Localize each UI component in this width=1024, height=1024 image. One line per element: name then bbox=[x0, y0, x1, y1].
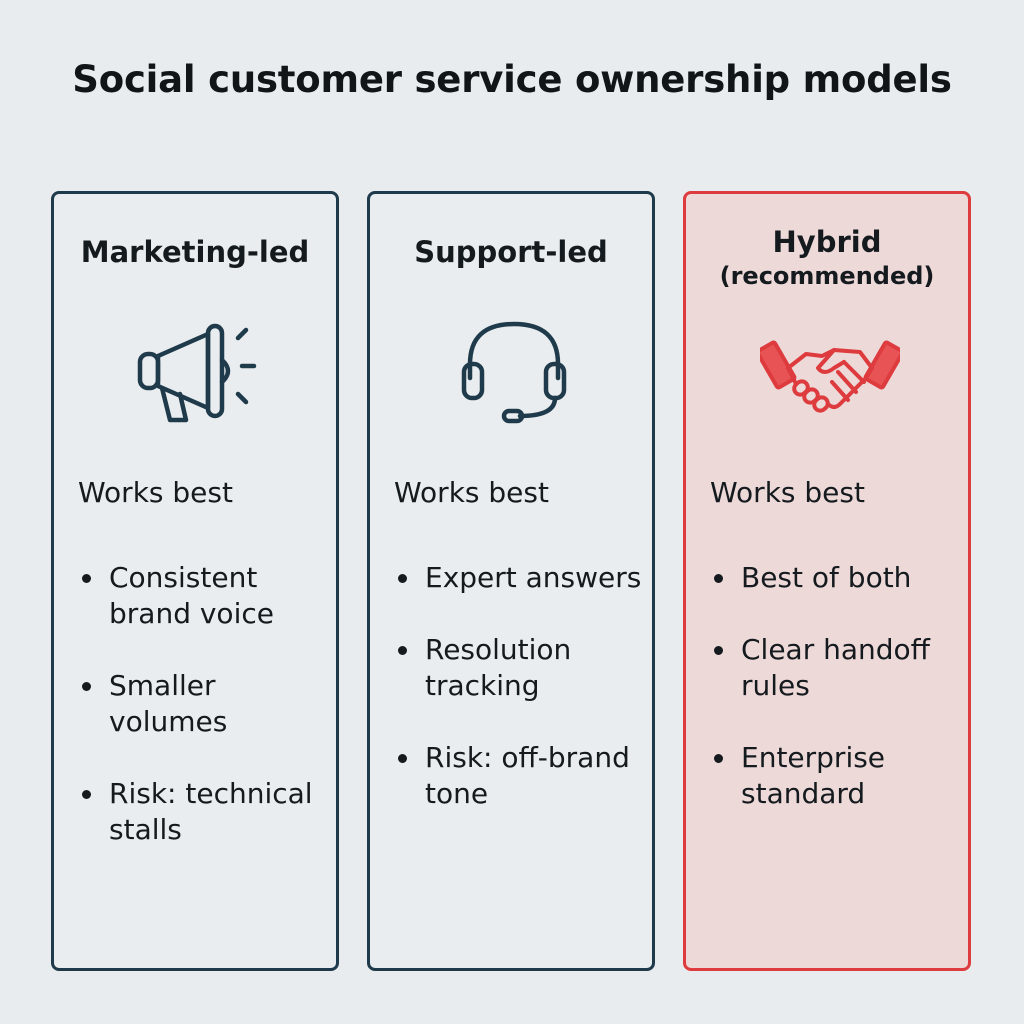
bullet-list: Expert answers Resolution tracking Risk:… bbox=[394, 560, 644, 848]
bullet-list: Consistent brand voice Smaller volumes R… bbox=[78, 560, 328, 884]
handshake-icon bbox=[760, 340, 900, 413]
list-item: Clear handoff rules bbox=[710, 632, 960, 704]
list-item: Enterprise standard bbox=[710, 740, 960, 812]
card-title: Hybrid bbox=[772, 225, 882, 259]
card-support-led: Support-led Works best Expert answers Re… bbox=[367, 191, 655, 971]
list-item: Resolution tracking bbox=[394, 632, 644, 704]
list-item: Risk: technical stalls bbox=[78, 776, 328, 848]
works-best-heading: Works best bbox=[78, 476, 233, 509]
page-title: Social customer service ownership models bbox=[72, 58, 952, 101]
headset-icon bbox=[461, 321, 567, 424]
works-best-heading: Works best bbox=[710, 476, 865, 509]
card-marketing-led: Marketing-led Works best Consistent bran… bbox=[51, 191, 339, 971]
card-title: Support-led bbox=[414, 235, 608, 269]
list-item: Expert answers bbox=[394, 560, 644, 596]
list-item: Consistent brand voice bbox=[78, 560, 328, 632]
card-title: Marketing-led bbox=[80, 235, 310, 269]
list-item: Best of both bbox=[710, 560, 960, 596]
works-best-heading: Works best bbox=[394, 476, 549, 509]
megaphone-icon bbox=[137, 323, 257, 423]
card-hybrid: Hybrid (recommended) Works best Best of … bbox=[683, 191, 971, 971]
list-item: Smaller volumes bbox=[78, 668, 328, 740]
bullet-list: Best of both Clear handoff rules Enterpr… bbox=[710, 560, 960, 848]
list-item: Risk: off-brand tone bbox=[394, 740, 644, 812]
recommended-label: (recommended) bbox=[719, 262, 935, 290]
